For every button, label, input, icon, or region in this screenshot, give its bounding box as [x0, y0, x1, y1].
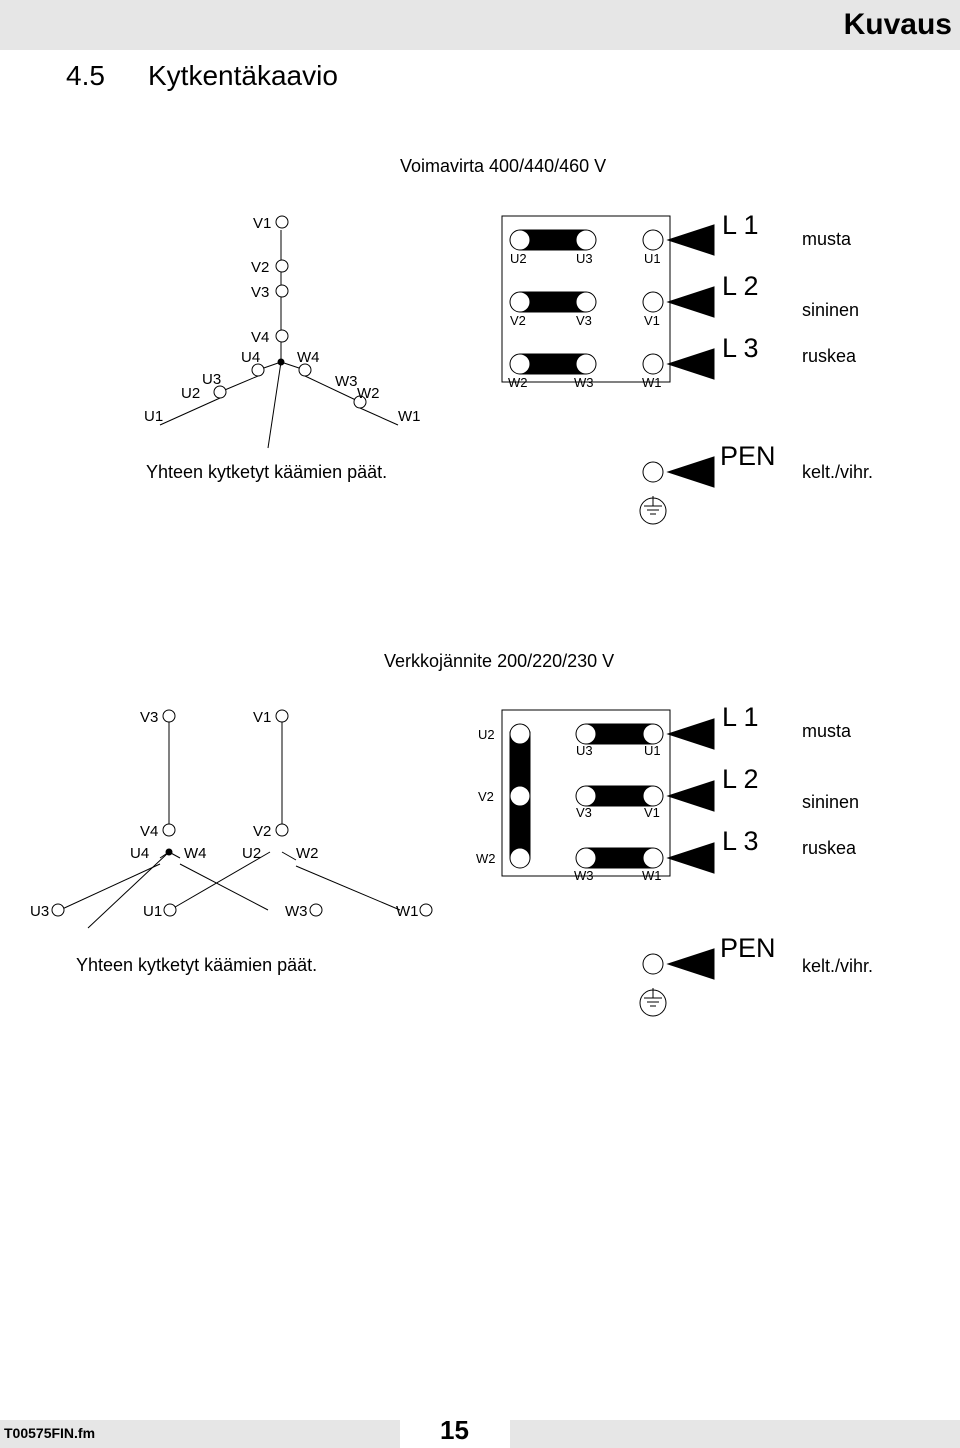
- block-label: V1: [644, 805, 660, 820]
- terminal-label: V4: [140, 823, 158, 840]
- wire-color: ruskea: [802, 346, 857, 366]
- terminal-label: U3: [202, 371, 221, 388]
- block-label: W2: [508, 375, 528, 390]
- terminal-label: V3: [140, 709, 158, 726]
- terminal-label: V2: [251, 259, 269, 276]
- phase-label: L 3: [722, 333, 759, 363]
- terminal-label: V4: [251, 329, 269, 346]
- terminal-label: W2: [357, 385, 380, 402]
- terminal-label: V1: [253, 709, 271, 726]
- header-bar: [0, 0, 960, 50]
- star-diagram-200: [51, 709, 433, 929]
- terminal-label: U4: [241, 349, 260, 366]
- phase-label: L 2: [722, 764, 759, 794]
- terminal-label: U2: [181, 385, 200, 402]
- terminal-block-200: [501, 709, 715, 1017]
- block-label: U1: [644, 743, 661, 758]
- terminal-block-400: [501, 215, 715, 525]
- block-label: U1: [644, 251, 661, 266]
- block-label: W3: [574, 375, 594, 390]
- block-label: W1: [642, 868, 662, 883]
- star-caption-200: Yhteen kytketyt käämien päät.: [76, 955, 318, 975]
- terminal-label: W2: [296, 845, 319, 862]
- voltage-label-400: Voimavirta 400/440/460 V: [400, 156, 607, 176]
- block-label: V2: [510, 313, 526, 328]
- wire-color: musta: [802, 229, 852, 249]
- footer-bar-left: [0, 1420, 400, 1448]
- section-number: 4.5: [66, 60, 105, 91]
- terminal-label: V2: [253, 823, 271, 840]
- page-number: 15: [440, 1415, 469, 1445]
- terminal-label: V3: [251, 284, 269, 301]
- pen-label: PEN: [720, 933, 776, 963]
- wire-color: musta: [802, 721, 852, 741]
- block-label: V3: [576, 313, 592, 328]
- wire-color: ruskea: [802, 838, 857, 858]
- footer-filename: T00575FIN.fm: [4, 1425, 96, 1441]
- block-label: W3: [574, 868, 594, 883]
- footer-bar-right: [510, 1420, 960, 1448]
- terminal-label: W3: [285, 903, 308, 920]
- phase-label: L 1: [722, 210, 759, 240]
- pen-color: kelt./vihr.: [802, 956, 873, 976]
- wire-color: sininen: [802, 300, 859, 320]
- terminal-label: W1: [396, 903, 419, 920]
- pen-label: PEN: [720, 441, 776, 471]
- header-title: Kuvaus: [843, 8, 952, 41]
- block-label: W1: [642, 375, 662, 390]
- block-label: V1: [644, 313, 660, 328]
- section-heading: 4.5 Kytkentäkaavio: [66, 60, 338, 92]
- voltage-label-200: Verkkojännite 200/220/230 V: [384, 651, 615, 671]
- phase-label: L 2: [722, 271, 759, 301]
- block-label: W2: [476, 851, 496, 866]
- terminal-label: U3: [30, 903, 49, 920]
- block-label: U3: [576, 743, 593, 758]
- terminal-label: V1: [253, 215, 271, 232]
- terminal-label: W3: [335, 373, 358, 390]
- star-caption-400: Yhteen kytketyt käämien päät.: [146, 462, 388, 482]
- pen-color: kelt./vihr.: [802, 462, 873, 482]
- terminal-label: W1: [398, 408, 421, 425]
- block-label: U2: [510, 251, 527, 266]
- terminal-label: W4: [184, 845, 207, 862]
- block-label: U2: [478, 727, 495, 742]
- block-label: V3: [576, 805, 592, 820]
- phase-label: L 1: [722, 702, 759, 732]
- wire-color: sininen: [802, 792, 859, 812]
- section-title: Kytkentäkaavio: [148, 60, 338, 91]
- terminal-label: U4: [130, 845, 149, 862]
- terminal-label: U1: [144, 408, 163, 425]
- terminal-label: W4: [297, 349, 320, 366]
- block-label: V2: [478, 789, 494, 804]
- terminal-label: U1: [143, 903, 162, 920]
- star-diagram-400: [159, 215, 399, 449]
- terminal-label: U2: [242, 845, 261, 862]
- block-label: U3: [576, 251, 593, 266]
- phase-label: L 3: [722, 826, 759, 856]
